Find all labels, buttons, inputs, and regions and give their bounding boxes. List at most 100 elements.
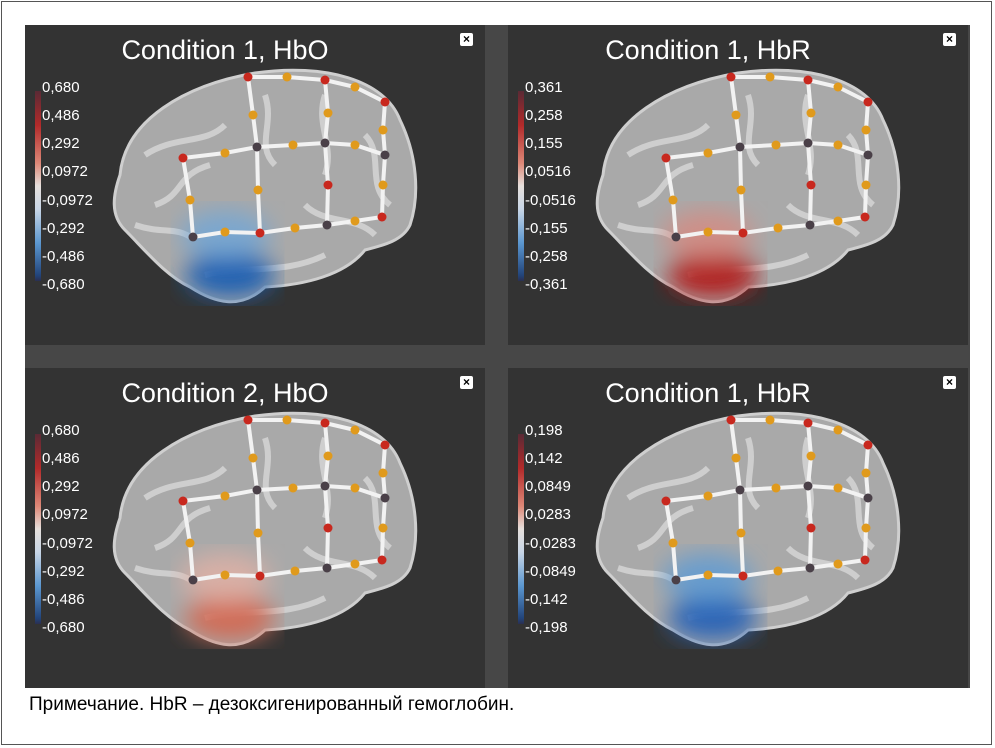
source-optode [661, 496, 671, 506]
detector-optode [188, 575, 198, 585]
colorbar-tick-label: 0,361 [525, 79, 563, 96]
brain-surface-image [112, 411, 418, 647]
channel-marker [248, 453, 258, 463]
channel-marker [288, 483, 298, 493]
colorbar-tick-label: 0,0972 [42, 506, 88, 524]
source-optode [726, 72, 736, 82]
detector-optode [380, 493, 390, 503]
source-optode [255, 228, 265, 238]
colorbar-tick-label: -0,198 [525, 618, 568, 636]
source-optode [178, 153, 188, 163]
channel-marker [350, 483, 360, 493]
channel-marker [378, 523, 388, 533]
source-optode [320, 418, 330, 428]
detector-optode [805, 563, 815, 573]
source-optode [860, 555, 870, 565]
colorbar-tick-label: -0,142 [525, 590, 568, 608]
channel-marker [185, 538, 195, 548]
channel-marker [861, 180, 871, 190]
colorbar-tick-label: 0,198 [525, 422, 563, 439]
channel-marker [220, 148, 230, 158]
channel-marker [282, 72, 292, 82]
detector-optode [671, 575, 681, 585]
colorbar-tick-label: -0,361 [525, 275, 568, 293]
brain-surface-image [595, 411, 901, 647]
channel-marker [290, 566, 300, 576]
colorbar-tick-label: -0,486 [42, 590, 85, 608]
channel-marker [220, 227, 230, 237]
panel-title: Condition 1, HbR [605, 35, 811, 65]
colorbar-tick-label: 0,486 [42, 450, 80, 468]
detector-optode [863, 150, 873, 160]
source-optode [243, 72, 253, 82]
channel-marker [731, 110, 741, 120]
colorbar [35, 434, 41, 624]
channel-marker [282, 415, 292, 425]
colorbar-tick-label: -0,486 [42, 247, 85, 265]
colorbar-tick-label: 0,142 [525, 450, 563, 468]
detector-optode [735, 142, 745, 152]
close-button[interactable]: × [460, 376, 473, 389]
source-optode [860, 212, 870, 222]
close-button[interactable]: × [943, 376, 956, 389]
source-optode [738, 228, 748, 238]
channel-marker [773, 566, 783, 576]
channel-marker [253, 185, 263, 195]
source-optode [323, 180, 333, 190]
colorbar-tick-label: 0,0283 [525, 506, 571, 524]
colorbar-tick-label: 0,292 [42, 478, 80, 496]
source-optode [863, 440, 873, 450]
optodes [178, 72, 390, 242]
colorbar [35, 91, 41, 281]
detector-optode [863, 493, 873, 503]
source-optode [178, 496, 188, 506]
detector-optode [320, 481, 330, 491]
source-optode [323, 523, 333, 533]
colorbar-tick-label: -0,0972 [42, 534, 93, 552]
channel-marker [350, 140, 360, 150]
channel-marker [703, 148, 713, 158]
channel-marker [668, 195, 678, 205]
close-button[interactable]: × [943, 33, 956, 46]
channel-marker [323, 108, 333, 118]
channel-marker [290, 223, 300, 233]
colorbar-tick-label: -0,258 [525, 247, 568, 265]
channel-marker [703, 227, 713, 237]
detector-optode [735, 485, 745, 495]
colorbar-tick-label: 0,292 [42, 135, 80, 153]
colorbar-tick-label: -0,680 [42, 275, 85, 293]
channel-marker [703, 491, 713, 501]
colorbar-tick-label: 0,0849 [525, 478, 571, 496]
colorbar-tick-label: -0,292 [42, 562, 85, 580]
channel-marker [861, 523, 871, 533]
channel-marker [378, 180, 388, 190]
channel-marker [833, 483, 843, 493]
source-optode [738, 571, 748, 581]
detector-optode [805, 220, 815, 230]
detector-optode [322, 220, 332, 230]
channel-marker [378, 125, 388, 135]
source-optode [320, 75, 330, 85]
channel-marker [861, 125, 871, 135]
channel-marker [806, 108, 816, 118]
channel-marker [253, 528, 263, 538]
close-button[interactable]: × [460, 33, 473, 46]
channel-marker [378, 468, 388, 478]
channel-marker [350, 216, 360, 226]
channel-marker [833, 140, 843, 150]
colorbar-tick-label: -0,0849 [525, 562, 576, 580]
channel-marker [771, 483, 781, 493]
channel-marker [833, 425, 843, 435]
detector-optode [188, 232, 198, 242]
figure-caption: Примечание. HbR – дезоксигенированный ге… [29, 694, 515, 715]
channel-marker [731, 453, 741, 463]
colorbar-tick-label: -0,0972 [42, 191, 93, 209]
channel-marker [220, 570, 230, 580]
channel-marker [288, 140, 298, 150]
channel-marker [736, 528, 746, 538]
